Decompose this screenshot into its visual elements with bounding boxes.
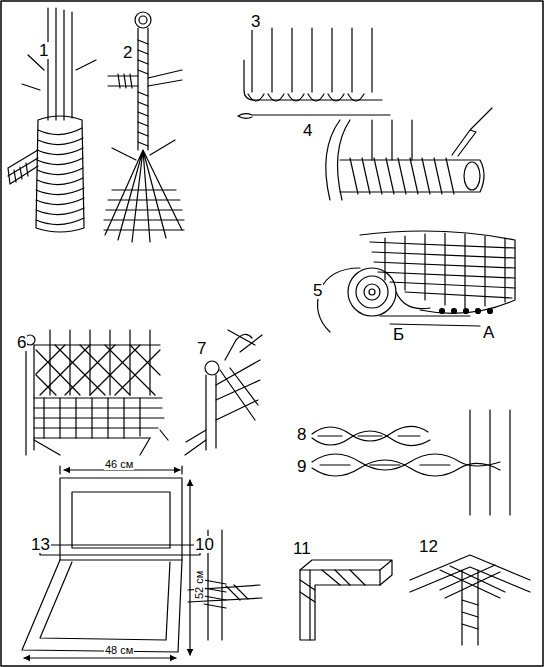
figure-12	[410, 555, 530, 645]
callout-number: 13	[30, 536, 51, 553]
figure-8	[312, 426, 430, 445]
callout-number: 12	[418, 538, 439, 555]
figure-11	[300, 560, 392, 640]
figure-6	[25, 330, 168, 455]
figure-7	[185, 330, 262, 455]
figure-4	[326, 108, 492, 200]
callout-number: 8	[296, 426, 307, 443]
dimension-label: 46 см	[104, 459, 134, 470]
callout-number: А	[482, 324, 495, 341]
callout-number: 4	[302, 122, 313, 139]
callout-number: Б	[392, 326, 405, 343]
callout-number: 7	[196, 340, 207, 357]
callout-number: 6	[16, 334, 27, 351]
callout-number: 1	[38, 42, 49, 59]
callout-number: 9	[296, 458, 307, 475]
figure-2	[104, 12, 184, 242]
callout-number: 3	[250, 13, 261, 30]
callout-number: 2	[122, 44, 133, 61]
figure-13-frame	[22, 466, 200, 658]
callout-number: 11	[292, 540, 312, 557]
callout-number: 10	[194, 536, 215, 553]
figure-1	[8, 8, 96, 232]
figure-10	[188, 530, 262, 640]
figure-3	[238, 28, 390, 118]
callout-number: 5	[312, 282, 323, 299]
figure-5	[318, 231, 515, 332]
figure-9	[312, 410, 510, 515]
dimension-label: 52 см	[194, 570, 205, 600]
dimension-label: 48 см	[104, 645, 134, 656]
